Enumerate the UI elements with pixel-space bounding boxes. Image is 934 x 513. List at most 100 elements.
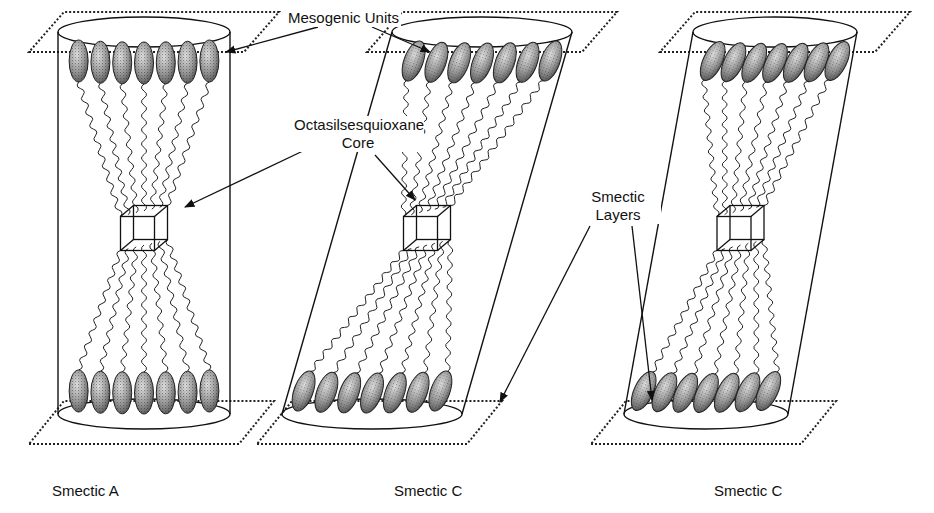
spacer-chain <box>764 80 828 206</box>
mesogenic-unit <box>356 370 388 416</box>
cylinder-side <box>282 32 392 414</box>
octasilsesquioxane-cube <box>417 206 451 240</box>
mesogenic-unit <box>511 39 543 85</box>
spacer-chain <box>451 81 544 206</box>
cube-edge <box>121 206 134 217</box>
mesogen-stipple <box>443 40 475 86</box>
mesogen-stipple <box>401 369 433 415</box>
mesogen-stipple <box>820 38 855 84</box>
smectic-layer-plane <box>591 401 836 444</box>
octasilsesquioxane-cube <box>717 217 751 251</box>
mesogenic-unit <box>333 370 365 416</box>
leader-line <box>500 226 590 402</box>
mesogen-stipple <box>91 41 110 83</box>
cube-edge <box>404 206 417 217</box>
mesogenic-unit <box>424 368 456 414</box>
spacer-chain <box>756 81 808 207</box>
cylinder-side <box>229 32 230 414</box>
mesogen-stipple <box>200 370 219 412</box>
cylinder-side <box>57 32 58 414</box>
spacer-chain <box>419 83 452 213</box>
spacer-chain <box>311 251 404 372</box>
spacer-chain <box>722 81 727 214</box>
mesogen-stipple <box>424 368 456 414</box>
spacer-chain <box>715 245 741 374</box>
phase-caption: Smectic C <box>712 482 784 500</box>
cube-edge <box>404 240 417 251</box>
mesogenic-unit <box>443 40 475 86</box>
cube-edge <box>717 206 730 217</box>
cube-edge <box>438 206 451 217</box>
mesogen-stipple <box>178 41 197 83</box>
mesogenic-unit <box>113 42 132 84</box>
spacer-chain <box>446 240 453 372</box>
cube-edge <box>121 240 134 251</box>
spacer-chain <box>142 245 147 372</box>
octasilsesquioxane-cube <box>730 206 764 240</box>
mesogenic-unit <box>156 372 175 414</box>
leader-line <box>375 155 415 200</box>
spacer-chain <box>151 84 167 209</box>
mesogenic-unit <box>489 40 521 86</box>
spacer-chain <box>100 249 128 372</box>
mesogen-stipple <box>156 42 175 84</box>
spacer-chain <box>653 251 717 373</box>
mesogenic-unit <box>91 41 110 83</box>
mesogen-stipple <box>333 370 365 416</box>
mesogenic-unit <box>310 369 342 415</box>
mesogenic-unit <box>156 42 175 84</box>
mesogenic-unit <box>401 369 433 415</box>
mesogen-stipple <box>200 40 219 82</box>
spacer-chain <box>166 240 211 371</box>
mesogenic-unit <box>379 370 411 416</box>
mesogenic-unit <box>91 371 110 413</box>
cube-edge <box>438 240 451 251</box>
mesogen-stipple <box>91 371 110 413</box>
cube-edge <box>751 240 764 251</box>
spacer-chain <box>77 82 122 217</box>
spacer-chain <box>754 241 759 373</box>
mesogen-stipple <box>113 372 132 414</box>
cylinder-side <box>788 32 857 414</box>
mesogenic-unit <box>69 40 88 82</box>
mesogen-stipple <box>489 40 521 86</box>
mesogen-stipple <box>420 39 452 85</box>
mesogenic-unit <box>69 370 88 412</box>
mesogenic-unit <box>287 368 319 414</box>
leader-line <box>372 27 430 52</box>
phase-caption: Smectic C <box>392 482 464 500</box>
spacer-chain <box>734 243 749 374</box>
mesogenic-unit <box>200 40 219 82</box>
spacer-chain <box>694 247 733 374</box>
mesogenic-unit <box>420 39 452 85</box>
spacer-chain <box>424 241 444 372</box>
leader-line <box>226 27 318 52</box>
spacer-chain <box>99 83 130 215</box>
mesogenic-unit <box>113 372 132 414</box>
mesogen-stipple <box>287 368 319 414</box>
cube-edge <box>717 240 730 251</box>
mesogenic-unit <box>178 371 197 413</box>
spacer-chain <box>443 82 521 207</box>
spacer-chain <box>740 82 766 211</box>
spacer-chain <box>121 247 137 372</box>
spacer-chain <box>150 243 168 372</box>
smectic-layer-plane <box>29 12 279 52</box>
mesogenic-unit <box>534 38 566 84</box>
octasilsesquioxane-cube <box>134 206 168 240</box>
cube-edge <box>155 240 168 251</box>
mesogen-stipple <box>356 370 388 416</box>
mesogenic-unit <box>751 368 786 414</box>
spacer-chain <box>702 80 719 217</box>
phase-caption: Smectic A <box>50 482 121 500</box>
leader-line <box>632 226 652 400</box>
mesogen-stipple <box>178 371 197 413</box>
mesogen-stipple <box>466 40 498 86</box>
mesogenic-unit <box>135 42 154 84</box>
part-label: Mesogenic Units <box>286 9 401 27</box>
cube-edge <box>751 206 764 217</box>
leader-line <box>185 150 305 207</box>
mesogenic-unit <box>466 40 498 86</box>
octasilsesquioxane-cube <box>404 217 438 251</box>
mesogenic-unit <box>200 370 219 412</box>
